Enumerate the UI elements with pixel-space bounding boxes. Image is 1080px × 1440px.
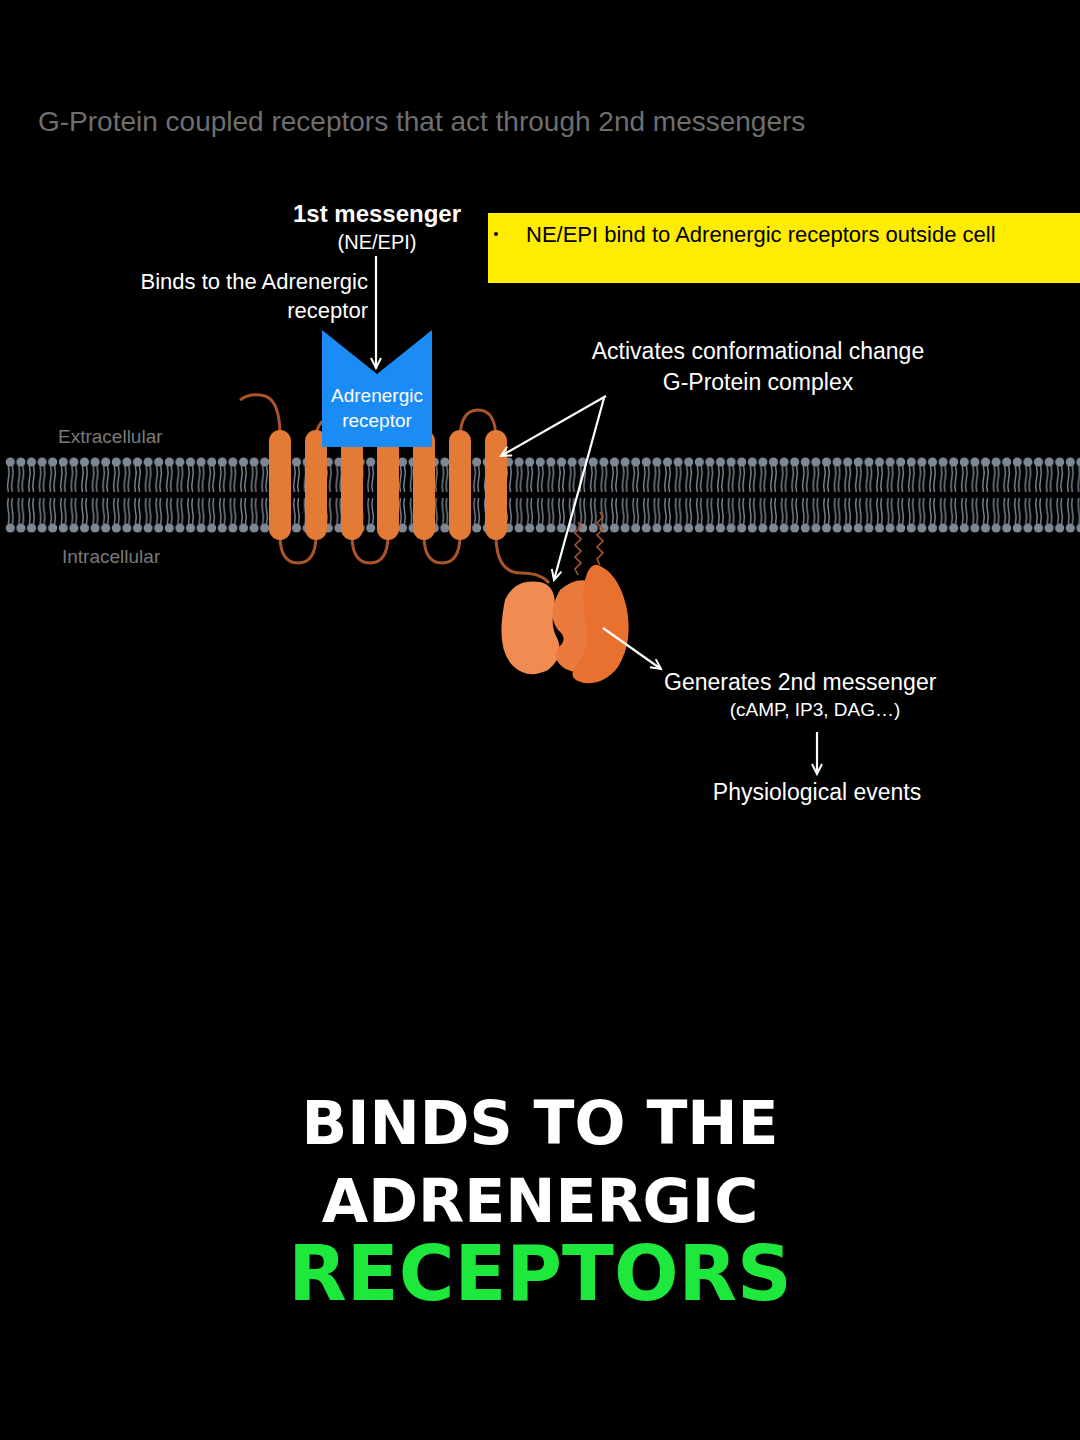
region-label: Extracellular [58, 425, 258, 449]
subtitle-caption: BINDS TO THE ADRENERGIC [260, 1084, 820, 1240]
bullet-dot [494, 232, 498, 236]
note-text: NE/EPI bind to Adrenergic receptors outs… [526, 215, 1080, 255]
messenger-label: 1st messenger [262, 199, 492, 229]
slide-title: G-Protein coupled receptors that act thr… [38, 104, 1038, 139]
receptor-text: Adrenergic receptor [322, 383, 432, 433]
leader-arrow [603, 628, 661, 669]
highlight-box: NE/EPI bind to Adrenergic receptors outs… [488, 213, 1080, 283]
annotation: Physiological events [667, 778, 967, 807]
lipid-bilayer [5, 455, 1080, 535]
messenger-name: (NE/EPI) [277, 230, 477, 255]
region-label: Intracellular [62, 545, 262, 569]
annotation: (cAMP, IP3, DAG…) [665, 698, 965, 722]
receptor-fill [322, 330, 432, 447]
annotation: Activates conformational change G-Protei… [588, 336, 928, 398]
annotation: Binds to the Adrenergic receptor [130, 267, 368, 325]
subtitle-highlight: RECEPTORS [90, 1226, 990, 1321]
annotation: Generates 2nd messenger [664, 668, 984, 697]
flow-arrow [816, 732, 818, 774]
g-protein-complex [501, 565, 628, 683]
binding-arrow [375, 256, 377, 368]
leader-arrow [554, 398, 604, 580]
